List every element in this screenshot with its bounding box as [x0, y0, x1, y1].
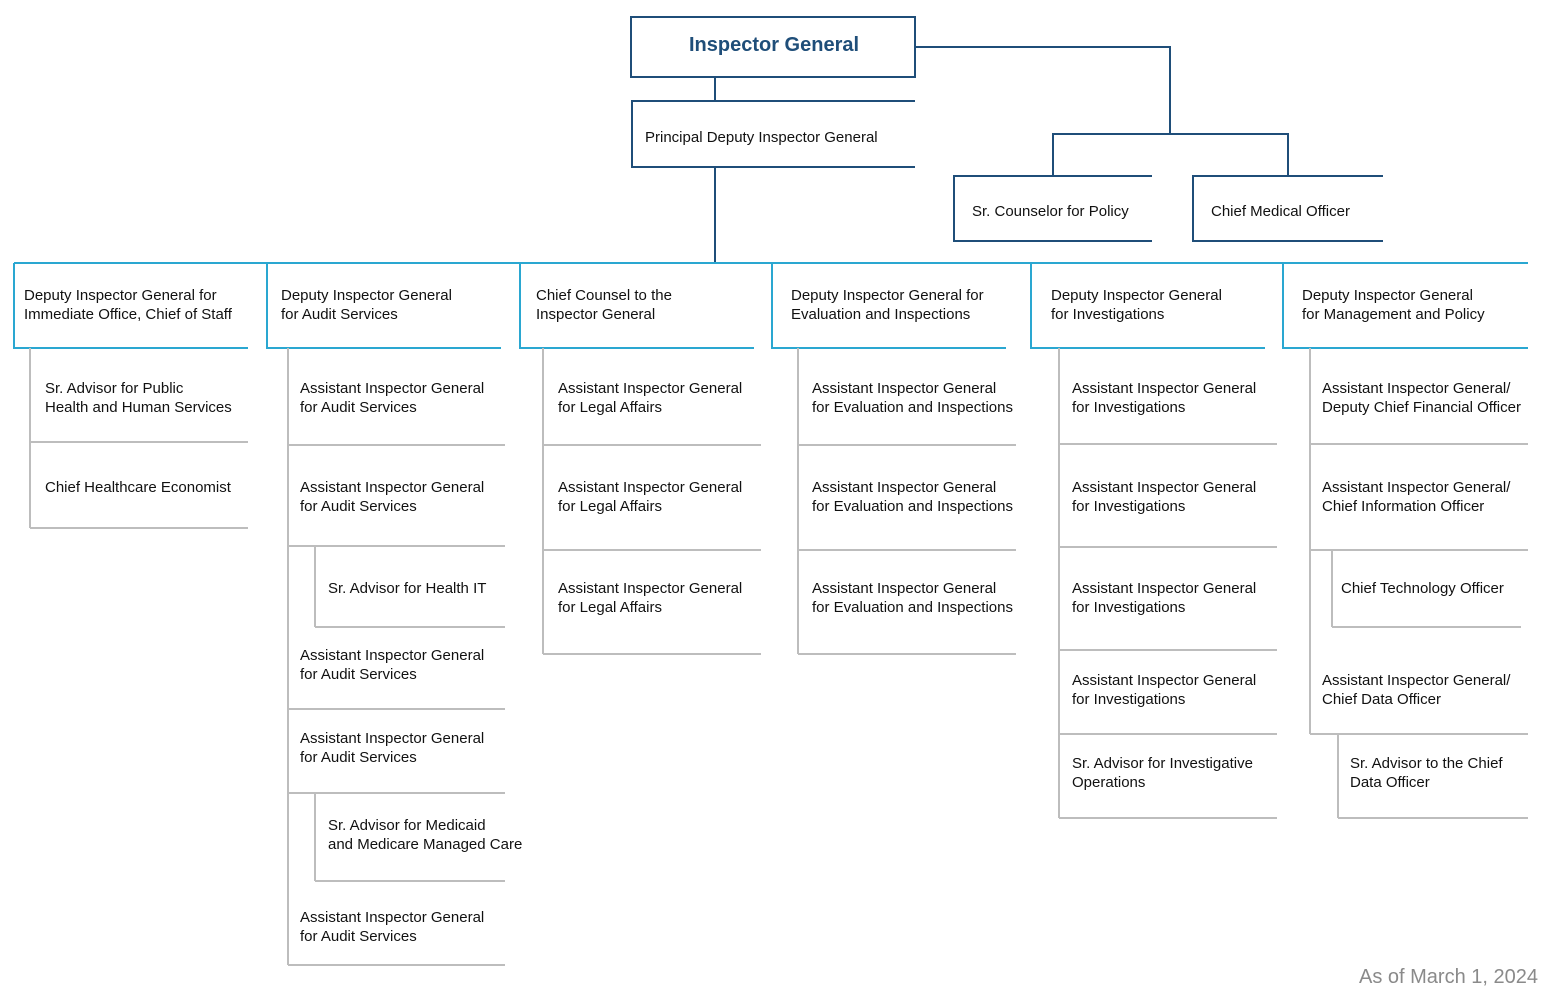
- org-item: Assistant Inspector General/ Chief Infor…: [1322, 479, 1511, 515]
- deputy-box-3: [771, 263, 1006, 349]
- org-item: Assistant Inspector General for Evaluati…: [812, 479, 1013, 515]
- org-item: Assistant Inspector General/ Deputy Chie…: [1322, 380, 1521, 416]
- org-item: Assistant Inspector General/ Chief Data …: [1322, 672, 1511, 708]
- org-item: Sr. Advisor for Health IT: [328, 580, 487, 597]
- counselor-box: [953, 175, 1152, 242]
- as-of-date: As of March 1, 2024: [1359, 966, 1538, 988]
- org-item: Assistant Inspector General for Audit Se…: [300, 479, 485, 515]
- org-item: Assistant Inspector General for Investig…: [1072, 672, 1257, 708]
- medical-box: [1192, 175, 1383, 242]
- inspector-general-title: Inspector General: [688, 34, 860, 56]
- deputy-box-5: [1282, 263, 1528, 349]
- deputy-box-4: [1030, 263, 1265, 349]
- principal-deputy-label: Principal Deputy Inspector General: [645, 129, 878, 146]
- org-item: Sr. Advisor for Public Health and Human …: [45, 380, 232, 416]
- org-item: Assistant Inspector General for Audit Se…: [300, 380, 485, 416]
- org-item: Assistant Inspector General for Legal Af…: [558, 380, 743, 416]
- medical-officer-label: Chief Medical Officer: [1211, 203, 1350, 220]
- org-item: Sr. Advisor for Investigative Operations: [1072, 755, 1253, 791]
- deputy-box-2: [519, 263, 754, 349]
- org-item: Assistant Inspector General for Investig…: [1072, 479, 1257, 515]
- org-item: Assistant Inspector General for Evaluati…: [812, 380, 1013, 416]
- principal-deputy-box: [631, 100, 915, 168]
- org-item: Assistant Inspector General for Investig…: [1072, 380, 1257, 416]
- deputy-title-2: Chief Counsel to the Inspector General: [536, 287, 672, 323]
- org-item: Sr. Advisor to the Chief Data Officer: [1350, 755, 1503, 791]
- deputy-title-3: Deputy Inspector General for Evaluation …: [791, 287, 984, 323]
- org-item: Assistant Inspector General for Investig…: [1072, 580, 1257, 616]
- deputy-title-4: Deputy Inspector General for Investigati…: [1051, 287, 1222, 323]
- org-item: Assistant Inspector General for Audit Se…: [300, 730, 485, 766]
- deputy-title-0: Deputy Inspector General for Immediate O…: [24, 287, 232, 323]
- org-item: Assistant Inspector General for Legal Af…: [558, 479, 743, 515]
- org-item: Assistant Inspector General for Legal Af…: [558, 580, 743, 616]
- org-item: Chief Technology Officer: [1341, 580, 1504, 597]
- deputy-box-0: [13, 263, 248, 349]
- deputy-box-1: [266, 263, 501, 349]
- org-item: Assistant Inspector General for Audit Se…: [300, 909, 485, 945]
- org-item: Chief Healthcare Economist: [45, 479, 231, 496]
- deputy-title-5: Deputy Inspector General for Management …: [1302, 287, 1485, 323]
- counselor-label: Sr. Counselor for Policy: [972, 203, 1129, 220]
- org-item: Assistant Inspector General for Audit Se…: [300, 647, 485, 683]
- org-item: Sr. Advisor for Medicaid and Medicare Ma…: [328, 817, 523, 853]
- deputy-title-1: Deputy Inspector General for Audit Servi…: [281, 287, 452, 323]
- org-item: Assistant Inspector General for Evaluati…: [812, 580, 1013, 616]
